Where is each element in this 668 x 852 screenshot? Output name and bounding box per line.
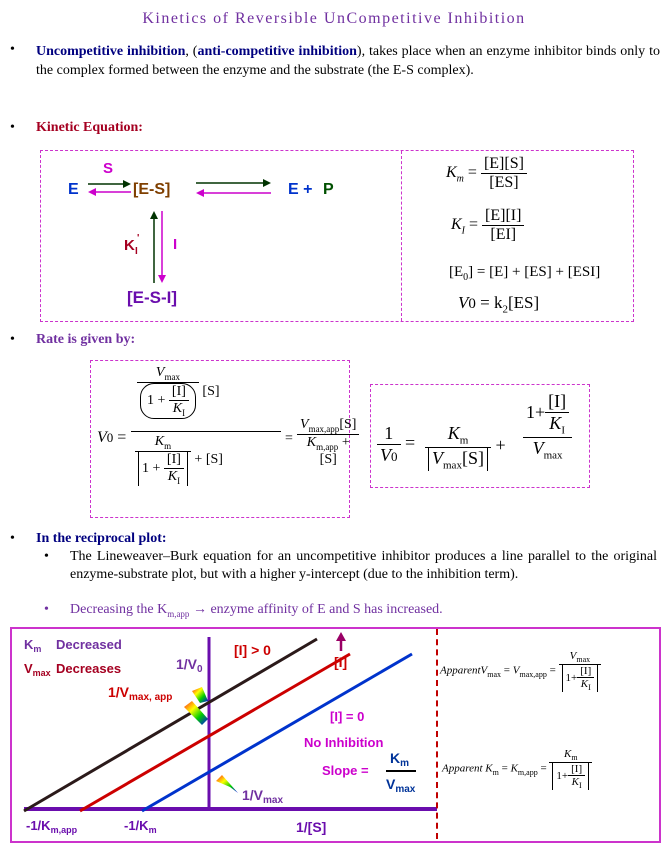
- page-title: Kinetics of Reversible UnCompetitive Inh…: [142, 10, 526, 27]
- bullet-intro: • Uncompetitive inhibition, (anti-compet…: [10, 42, 660, 78]
- kinetic-divider: [401, 151, 402, 321]
- inv-vmax-app-label: 1/Vmax, app: [108, 684, 172, 703]
- km-label: Km: [24, 637, 41, 654]
- pointer-vmax: [216, 775, 238, 793]
- plot-frame: [10, 627, 661, 843]
- v0-equation: V0 = k2[ES]: [458, 293, 540, 316]
- inv-v0-label: 1/V0: [176, 656, 203, 675]
- no-inhibition-label: No Inhibition: [304, 735, 383, 750]
- bullet-reciprocal: • In the reciprocal plot:: [10, 531, 167, 546]
- km-equation: Km = [E][S][ES]: [446, 155, 527, 192]
- inhibitor-arrow-head: [336, 632, 346, 641]
- kinetic-heading: Kinetic Equation:: [36, 120, 143, 135]
- kinetic-box: E S [E-S] E + P K I ' I [E-S-I] Km = [E]…: [40, 150, 634, 322]
- bullet-rate: • Rate is given by:: [10, 332, 136, 347]
- svg-text:': ': [137, 233, 139, 244]
- e0-equation: [E0] = [E] + [ES] + [ESI]: [449, 264, 601, 283]
- term-uncompetitive: Uncompetitive inhibition: [36, 44, 186, 59]
- sub-bullet-1: • The Lineweaver–Burk equation for an un…: [44, 549, 657, 582]
- vmax-decreases: Decreases: [56, 661, 121, 676]
- scheme-e-plus: E +: [288, 181, 312, 198]
- vmax-label: Vmax: [24, 661, 51, 678]
- pointer-v0: [192, 687, 208, 703]
- inhibitor-zero-label: [I] = 0: [330, 709, 364, 724]
- rate-main-fraction: Vmax 1 + [I]KI [S] Km 1 + [I]KI + [S]: [131, 365, 281, 502]
- reaction-scheme: E S [E-S] E + P K I ' I [E-S-I]: [68, 160, 334, 307]
- rate-v0: V0 =: [97, 429, 127, 446]
- inv-s-label: 1/[S]: [296, 819, 326, 835]
- apparent-km-equation: Apparent Km = Km,app = Km 1+[I]KI: [442, 748, 593, 791]
- apparent-vmax-equation: ApparentVmax = Vmax,app = Vmax 1+[I]KI: [440, 650, 602, 693]
- inhibitor-label: [I]: [334, 654, 347, 670]
- arrow-es-p-head: [263, 179, 271, 187]
- term-anticompetitive: anti-competitive inhibition: [197, 44, 357, 59]
- scheme-i: I: [173, 236, 177, 253]
- inhibitor-gt0-label: [I] > 0: [234, 642, 271, 658]
- ki-equation: KI = [E][I][EI]: [451, 207, 525, 244]
- km-decreased: Decreased: [56, 637, 122, 652]
- neg-km-app-label: -1/Km,app: [26, 818, 78, 835]
- scheme-s: S: [103, 160, 113, 177]
- slope-den: Vmax: [386, 776, 416, 795]
- reciprocal-heading: In the reciprocal plot:: [36, 531, 167, 546]
- scheme-e: E: [68, 181, 79, 198]
- neg-km-label: -1/Km: [124, 818, 157, 835]
- inv-vmax-label: 1/Vmax: [242, 787, 283, 806]
- pointer-vmax-app: [184, 701, 208, 725]
- rate-heading: Rate is given by:: [36, 332, 136, 347]
- arrow-e-es-head: [123, 180, 131, 188]
- rate-box: V0 = Vmax 1 + [I]KI [S] Km 1 + [I]KI + […: [90, 360, 360, 518]
- scheme-es: [E-S]: [133, 181, 170, 198]
- line-inhibitor: [79, 652, 351, 813]
- slope-num: Km: [390, 750, 409, 769]
- scheme-esi: [E-S-I]: [127, 288, 177, 307]
- recip-slope-term: Km Vmax[S] +: [425, 423, 506, 472]
- svg-text:I: I: [135, 246, 138, 257]
- arrow-es-esi-head: [158, 275, 166, 283]
- rate-apparent-fraction: Vmax,app[S] Km,app + [S]: [297, 417, 360, 468]
- rate-eq-sign: =: [285, 431, 293, 446]
- sub-bullet-2: • Decreasing the Km,app → enzyme affinit…: [44, 602, 443, 619]
- scheme-ki: K: [124, 237, 135, 254]
- line-no-inhibition: [141, 652, 413, 813]
- arrow-esi-es-head: [150, 211, 158, 219]
- bullet-kinetic: • Kinetic Equation:: [10, 120, 143, 135]
- lineweaver-burk-plot: Km Decreased Vmax Decreases 1/V0 1/Vmax,…: [23, 632, 437, 835]
- scheme-p: P: [323, 181, 334, 198]
- bullet-marker: •: [10, 42, 15, 57]
- arrow-es-e-head: [88, 188, 96, 196]
- recip-intercept-term: 1+[I]KI Vmax: [523, 391, 573, 461]
- plot-divider: [436, 629, 438, 839]
- line-high-inhibitor: [23, 637, 318, 813]
- slope-label: Slope =: [322, 763, 369, 778]
- arrow-p-es-head: [196, 189, 204, 197]
